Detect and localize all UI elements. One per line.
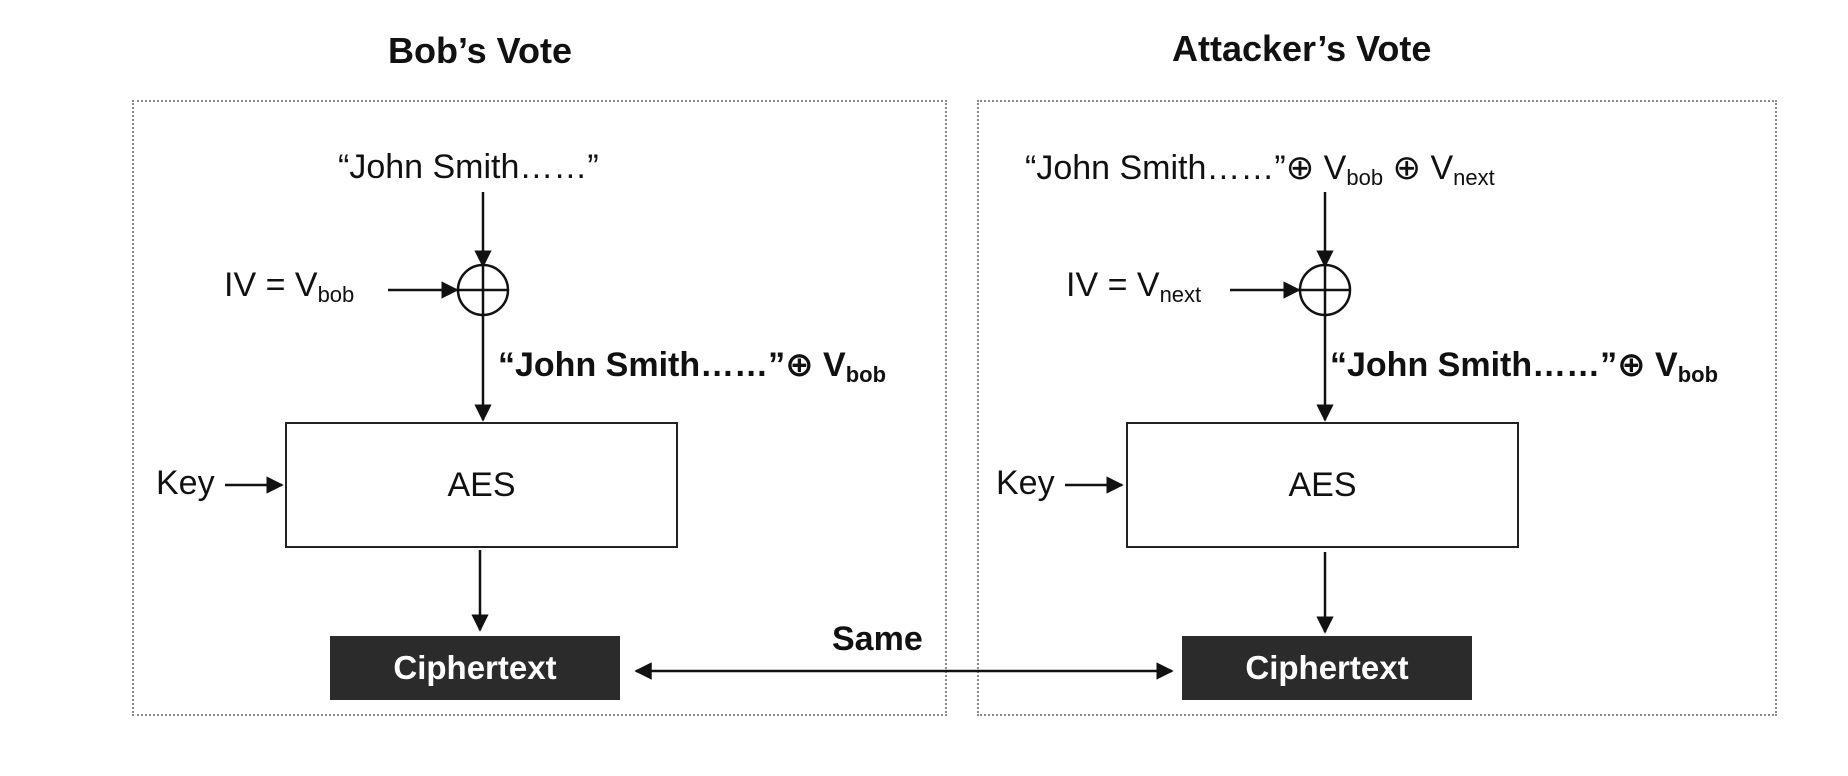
right-aes-label: AES — [1288, 465, 1357, 504]
left-key-label: Key — [156, 464, 215, 502]
left-title: Bob’s Vote — [388, 30, 573, 71]
right-key-label: Key — [996, 464, 1055, 502]
right-xor-output-sub: bob — [1677, 362, 1719, 387]
right-ciphertext-box: Ciphertext — [1182, 636, 1472, 700]
right-plaintext-main: “John Smith……”⊕ V — [1025, 149, 1347, 187]
right-aes-box: AES — [1126, 422, 1519, 548]
right-panel — [977, 100, 1777, 716]
left-xor-output-sub: bob — [845, 362, 887, 387]
right-iv-prefix: IV = V — [1066, 266, 1160, 304]
left-plaintext: “John Smith……” — [338, 148, 599, 186]
right-ciphertext-label: Ciphertext — [1245, 649, 1409, 686]
left-panel — [132, 100, 947, 716]
left-ciphertext-label: Ciphertext — [393, 649, 557, 686]
left-aes-label: AES — [447, 465, 516, 504]
left-aes-box: AES — [285, 422, 678, 548]
same-label: Same — [832, 620, 923, 658]
right-plaintext: “John Smith……”⊕ Vbob ⊕ Vnext — [1025, 148, 1495, 191]
left-iv-prefix: IV = V — [224, 266, 318, 304]
right-xor-output-main: “John Smith……”⊕ V — [1330, 346, 1678, 384]
right-plaintext-mid: ⊕ V — [1383, 149, 1454, 187]
left-xor-output: “John Smith……”⊕ Vbob — [498, 345, 886, 388]
right-xor-output: “John Smith……”⊕ Vbob — [1330, 345, 1718, 388]
right-plaintext-sub2: next — [1453, 165, 1495, 190]
right-iv-label: IV = Vnext — [1066, 266, 1201, 308]
left-ciphertext-box: Ciphertext — [330, 636, 620, 700]
left-iv-sub: bob — [317, 282, 355, 307]
left-xor-output-main: “John Smith……”⊕ V — [498, 346, 846, 384]
right-plaintext-sub1: bob — [1346, 165, 1384, 190]
right-iv-sub: next — [1159, 282, 1202, 307]
left-iv-label: IV = Vbob — [224, 266, 354, 308]
right-title: Attacker’s Vote — [1172, 28, 1432, 69]
